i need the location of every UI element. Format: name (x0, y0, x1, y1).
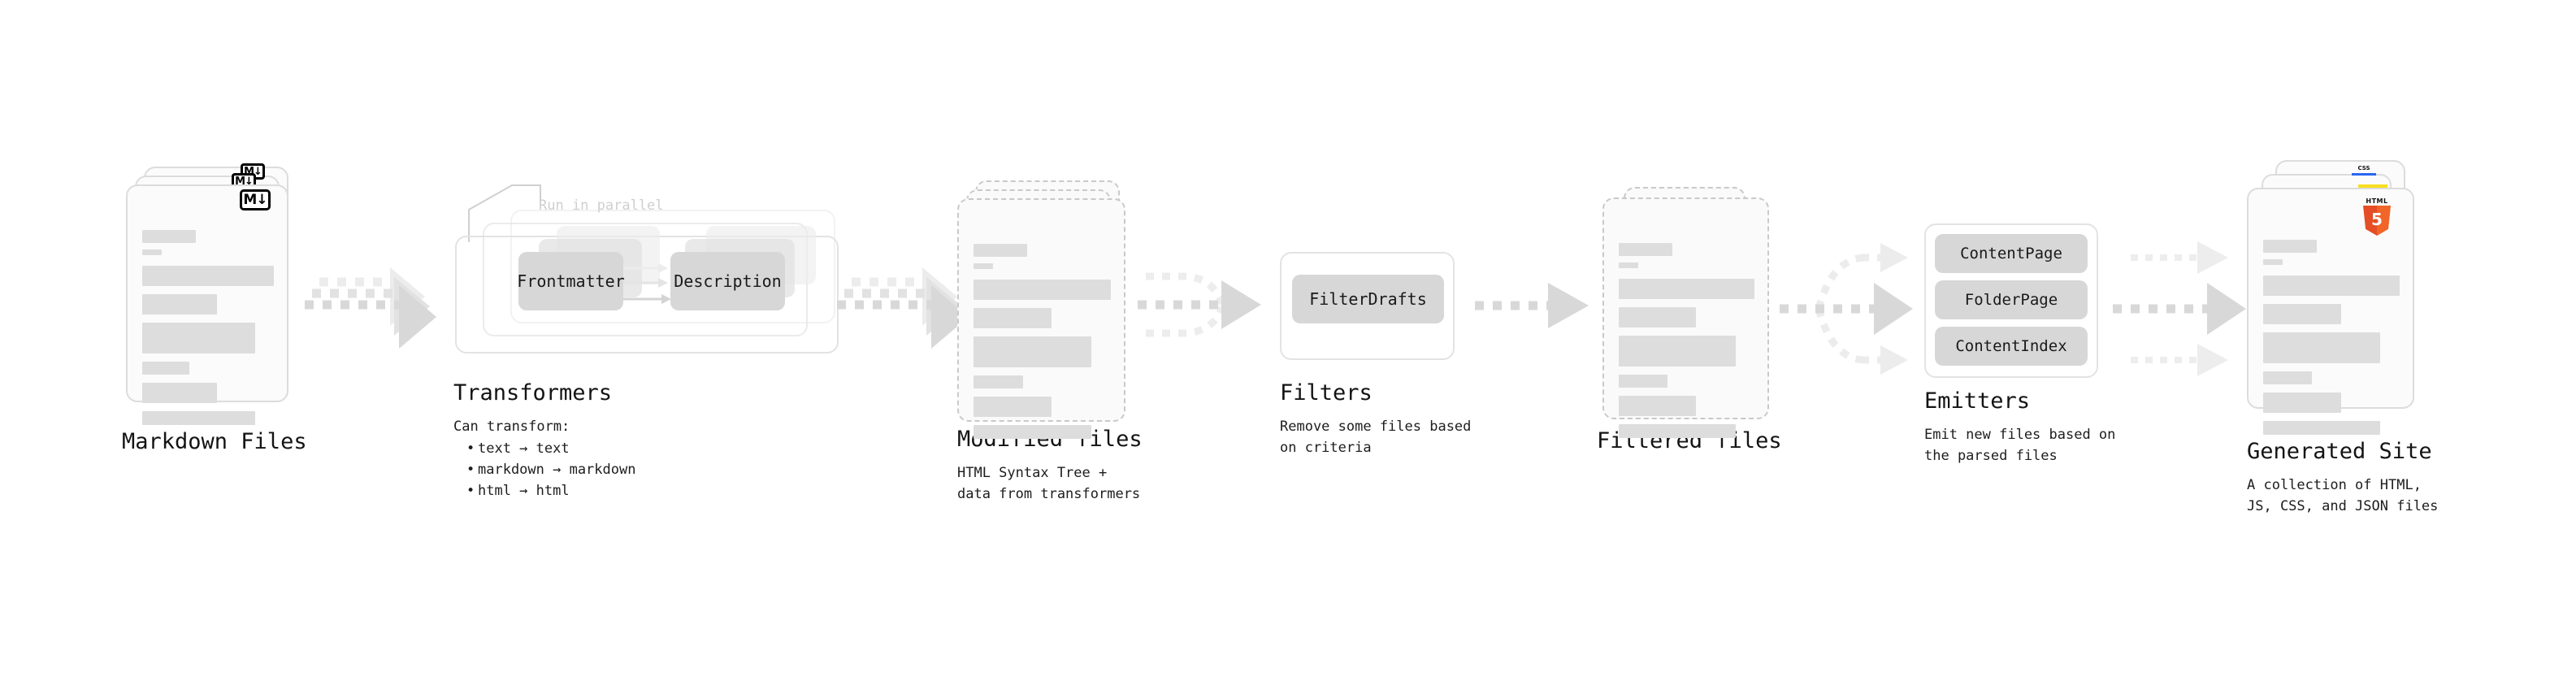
markdown-files-title: Markdown Files (122, 429, 307, 454)
chip-content-page[interactable]: ContentPage (1935, 234, 2088, 273)
transformer-box-layer-3 (510, 210, 835, 323)
content-bar (974, 263, 993, 269)
content-bar (142, 362, 190, 375)
chip-folder-page[interactable]: FolderPage (1935, 280, 2088, 319)
generated-site-stack: CSS HTML 5 (2247, 160, 2422, 435)
transformers-subtitle: Can transform: (453, 419, 570, 435)
run-in-parallel-leader (468, 184, 541, 242)
content-bar (1619, 243, 1672, 256)
content-bar (142, 266, 274, 286)
content-bar (142, 249, 162, 255)
transformers-box-stack: Frontmatter Description (455, 184, 845, 358)
content-bar (1619, 396, 1697, 416)
stage-generated-site: CSS HTML 5 (2247, 160, 2422, 435)
filters-subtitle: Remove some files based on criteria (1280, 419, 1472, 456)
chip-filter-drafts[interactable]: FilterDrafts (1292, 275, 1444, 323)
transform-bullet: text → text (466, 439, 635, 460)
content-bar (1619, 262, 1638, 268)
chip-description[interactable]: Description (670, 252, 785, 310)
emitters-box-stack: ContentPage FolderPage ContentIndex (1924, 223, 2098, 378)
css-icon-rule (2352, 173, 2376, 176)
filters-title: Filters (1280, 380, 1373, 406)
stage-transformers: Frontmatter Description (455, 184, 845, 358)
content-bar (2263, 259, 2283, 265)
markdown-card-content (142, 230, 274, 425)
connector-filtered-to-emitters (1780, 232, 1922, 386)
transformer-inner-arrows (619, 263, 671, 304)
content-bar (974, 308, 1052, 328)
transformers-title: Transformers (453, 380, 613, 406)
css-icon-label: CSS (2357, 165, 2370, 171)
emitters-subtitle: Emit new files based on the parsed files (1924, 427, 2116, 464)
content-bar (142, 323, 256, 354)
site-card-content (2263, 240, 2400, 435)
modified-card-content (974, 244, 1111, 439)
stage-markdown-files: M↓ M↓ M↓ (126, 163, 297, 425)
content-bar (2263, 393, 2341, 413)
content-bar (974, 397, 1052, 417)
connector-emitters-to-site (2113, 232, 2255, 386)
stage-filters: FilterDrafts (1280, 252, 1455, 360)
connector-markdown-to-transformers (305, 267, 451, 370)
generated-site-subtitle: A collection of HTML, JS, CSS, and JSON … (2247, 477, 2439, 514)
markdown-card-front (126, 184, 288, 425)
filtered-file-stack (1602, 187, 1773, 438)
css3-icon: CSS (2351, 166, 2377, 177)
connector-transformers-to-modified (837, 267, 983, 370)
modified-card-front (957, 198, 1125, 439)
content-bar (2263, 371, 2313, 384)
content-bar (2263, 421, 2381, 435)
connector-filters-to-filtered (1475, 283, 1605, 340)
stage-modified-files (957, 180, 1128, 439)
content-bar (974, 425, 1092, 439)
modified-files-subtitle: HTML Syntax Tree + data from transformer… (957, 465, 1141, 502)
content-bar (2263, 275, 2400, 296)
html5-icon-label: HTML (2366, 197, 2388, 205)
filtered-card-content (1619, 243, 1754, 438)
content-bar (142, 411, 256, 425)
modified-file-stack (957, 180, 1128, 439)
transform-bullet: markdown → markdown (466, 460, 636, 481)
content-bar (142, 383, 218, 403)
content-bar (974, 280, 1111, 300)
content-bar (974, 375, 1023, 388)
chip-frontmatter[interactable]: Frontmatter (517, 252, 625, 310)
filtered-card-front (1602, 197, 1769, 438)
content-bar (1619, 375, 1668, 388)
markdown-file-stack: M↓ M↓ M↓ (126, 163, 297, 425)
transform-bullet: html → html (466, 481, 635, 502)
emitters-box (1924, 223, 2098, 378)
emitters-title: Emitters (1924, 388, 2031, 414)
content-bar (1619, 336, 1736, 367)
content-bar (2263, 304, 2341, 324)
stage-filtered-files (1602, 187, 1773, 438)
content-bar (974, 336, 1092, 367)
filters-box-stack: FilterDrafts (1280, 252, 1455, 360)
content-bar (1619, 279, 1754, 299)
connector-modified-to-filters (1138, 260, 1276, 374)
chip-content-index[interactable]: ContentIndex (1935, 327, 2088, 366)
html5-icon: HTML 5 (2361, 198, 2393, 236)
html5-icon-digit: 5 (2371, 209, 2383, 229)
content-bar (1619, 307, 1697, 327)
transformers-bullet-list: text → text markdown → markdown html → h… (462, 439, 636, 502)
markdown-icon: M↓ (240, 189, 271, 210)
content-bar (142, 230, 196, 243)
run-in-parallel-annotation: Run in parallel (539, 197, 664, 214)
content-bar (974, 244, 1027, 257)
content-bar (2263, 332, 2381, 363)
generated-site-title: Generated Site (2247, 439, 2432, 464)
filters-box (1280, 252, 1455, 360)
stage-emitters: ContentPage FolderPage ContentIndex (1924, 223, 2098, 378)
html5-shield-shape: 5 (2363, 206, 2391, 236)
content-bar (1619, 424, 1736, 438)
content-bar (2263, 240, 2317, 253)
content-bar (142, 294, 218, 314)
